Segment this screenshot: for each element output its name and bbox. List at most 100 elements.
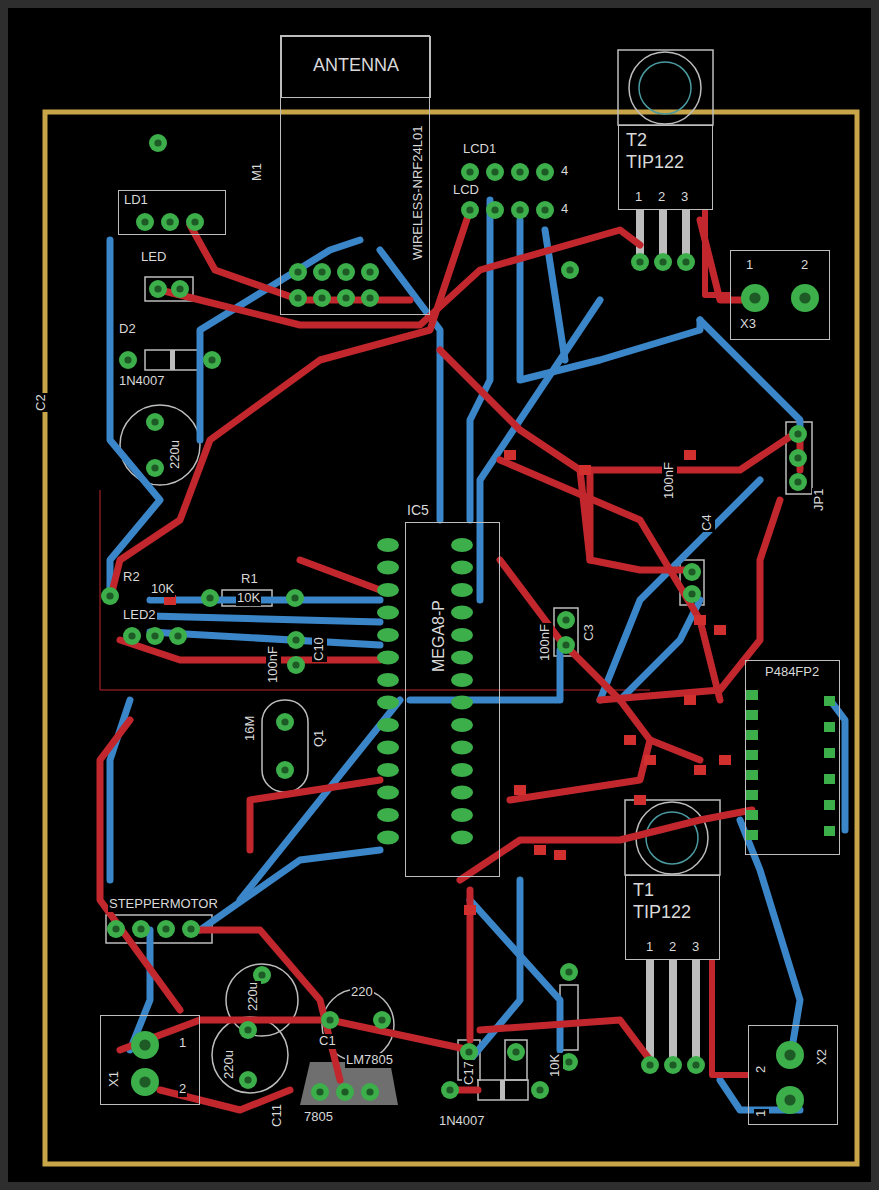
through-hole-pad	[687, 1056, 705, 1074]
silkscreen-label: 1	[634, 190, 643, 205]
through-hole-pad	[461, 201, 479, 219]
through-hole-pad	[171, 280, 189, 298]
ic-pin-pad	[824, 722, 835, 732]
through-hole-pad	[511, 201, 529, 219]
through-hole-pad	[631, 253, 649, 271]
silkscreen-label: 2	[800, 258, 809, 273]
silkscreen-label: LED	[140, 250, 167, 265]
drill-hole	[659, 258, 666, 265]
part-name: WIRELESS-NRF24L01	[411, 125, 426, 261]
through-hole-pad	[664, 1056, 682, 1074]
copper-trace	[705, 210, 730, 295]
drill-hole	[291, 594, 298, 601]
silkscreen-label: 220u	[222, 1049, 237, 1080]
ic-pin-pad	[377, 538, 399, 552]
drill-hole	[151, 418, 158, 425]
silkscreen-label: 100nF	[662, 461, 677, 500]
through-hole-pad	[461, 163, 479, 181]
drill-hole	[292, 661, 299, 668]
ic-pin-pad	[377, 718, 399, 732]
drill-hole	[565, 968, 572, 975]
drill-hole	[174, 632, 181, 639]
drill-hole	[646, 1061, 653, 1068]
silkscreen-label: C17	[462, 1060, 477, 1086]
component-outline: ANTENNA	[281, 36, 431, 98]
drill-hole	[516, 206, 523, 213]
ic-pin-pad	[451, 628, 473, 642]
through-hole-pad	[289, 263, 307, 281]
drill-hole	[794, 478, 801, 485]
drill-hole	[682, 258, 689, 265]
smd-pad	[694, 615, 706, 625]
through-hole-pad	[557, 636, 575, 654]
silkscreen-label: JP1	[812, 488, 827, 512]
drill-hole	[139, 1039, 150, 1050]
part-name: IC5	[406, 502, 430, 518]
through-hole-pad	[361, 1083, 379, 1101]
ic-pin-pad	[451, 741, 473, 755]
silkscreen-label: M1	[250, 162, 265, 182]
through-hole-pad	[511, 163, 529, 181]
drill-hole	[151, 632, 158, 639]
through-hole-pad	[683, 585, 701, 603]
silkscreen-label: D2	[118, 322, 137, 337]
through-hole-pad	[561, 261, 579, 279]
drill-hole	[294, 294, 301, 301]
part-name: X3	[739, 317, 757, 332]
drill-hole	[244, 1026, 251, 1033]
smd-pad	[514, 785, 526, 795]
drill-hole	[341, 1088, 348, 1095]
component-outline: IC5MEGA8-P	[405, 522, 500, 877]
silkscreen-label: 2	[668, 940, 677, 955]
drill-hole	[541, 168, 548, 175]
ic-pin-pad	[377, 763, 399, 777]
part-name: P484FP2	[764, 665, 820, 680]
drill-hole	[692, 1061, 699, 1068]
drill-hole	[151, 464, 158, 471]
ic-pin-pad	[377, 786, 399, 800]
drill-hole	[318, 268, 325, 275]
through-hole-pad	[107, 920, 125, 938]
smd-pad	[644, 755, 656, 765]
drill-hole	[208, 356, 215, 363]
drill-hole	[794, 454, 801, 461]
silkscreen-label: C2	[34, 393, 49, 412]
ic-pin-pad	[746, 830, 758, 840]
through-hole-pad	[186, 213, 204, 231]
smd-pad	[534, 845, 546, 855]
drill-hole	[124, 356, 131, 363]
ic-pin-pad	[451, 763, 473, 777]
silkscreen-label: 1	[178, 1036, 187, 1051]
part-name: T1	[632, 880, 655, 901]
drill-hole	[154, 285, 161, 292]
ic-pin-pad	[824, 774, 835, 784]
silkscreen-label: LED2	[122, 608, 157, 623]
through-hole-pad	[677, 253, 695, 271]
silkscreen-label: 4	[560, 202, 569, 217]
part-name: ANTENNA	[312, 55, 400, 76]
through-hole-pad	[149, 280, 167, 298]
part-name: T2	[625, 130, 648, 151]
smd-pad	[554, 850, 566, 860]
through-hole-pad	[123, 627, 141, 645]
drill-hole	[669, 1061, 676, 1068]
silkscreen-label: R2	[122, 570, 141, 585]
silkscreen-label: 1	[645, 940, 654, 955]
component-outline: WIRELESS-NRF24L01 ANTENNA	[280, 35, 430, 315]
through-hole-pad	[201, 589, 219, 607]
drill-hole	[446, 1086, 453, 1093]
drill-hole	[784, 1094, 795, 1105]
through-hole-pad	[146, 627, 164, 645]
drill-hole	[258, 971, 265, 978]
ic-pin-pad	[451, 786, 473, 800]
ic-pin-pad	[746, 790, 758, 800]
through-hole-pad	[557, 611, 575, 629]
silkscreen-label: LCD1	[462, 142, 497, 157]
through-hole-pad	[119, 351, 137, 369]
smd-pad	[579, 465, 591, 475]
drill-hole	[281, 766, 288, 773]
silkscreen-label: 100nF	[266, 645, 281, 684]
drill-hole	[799, 292, 810, 303]
through-hole-pad	[507, 1043, 525, 1061]
